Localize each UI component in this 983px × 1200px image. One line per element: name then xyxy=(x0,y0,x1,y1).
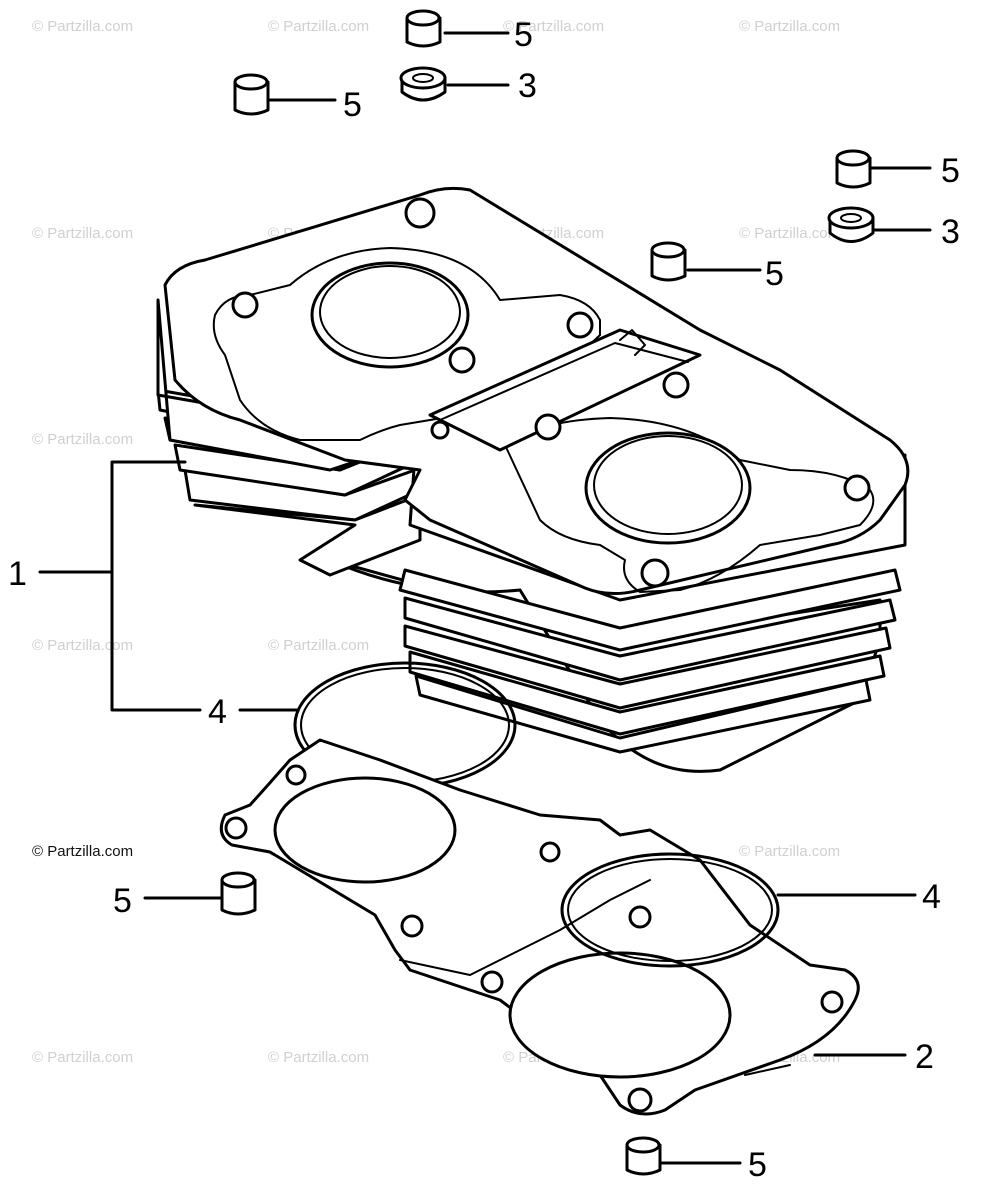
gasket-bore-left xyxy=(273,776,457,884)
gasket-hole xyxy=(400,914,424,938)
seal-hole xyxy=(840,213,862,223)
dowel-pin[interactable] xyxy=(220,871,257,916)
gasket-hole xyxy=(285,764,307,786)
dowel-pin[interactable] xyxy=(835,149,872,189)
gasket-hole xyxy=(820,990,844,1014)
callout-label: 5 xyxy=(748,1146,767,1184)
dowel-top xyxy=(835,149,871,167)
fin-bottom-left xyxy=(193,493,422,577)
seal-top xyxy=(399,66,447,90)
callout-label: 1 xyxy=(8,555,27,593)
gasket-hole xyxy=(224,816,248,840)
seal-hole xyxy=(412,73,434,83)
fin xyxy=(408,650,886,736)
callout-label: 5 xyxy=(514,16,533,54)
o-ring-outer xyxy=(560,852,780,968)
cylinder-gasket[interactable] xyxy=(219,738,860,1116)
leader-lines xyxy=(38,31,932,1165)
callout-label: 3 xyxy=(941,213,960,251)
bolt-hole xyxy=(534,413,562,441)
callout-label: 5 xyxy=(765,255,784,293)
bolt-hole xyxy=(566,311,594,339)
cam-chain-tunnel xyxy=(428,328,702,452)
bolt-hole xyxy=(640,558,670,588)
dowel-pin[interactable] xyxy=(650,241,687,282)
callout-label: 2 xyxy=(915,1038,934,1076)
oil-seal[interactable] xyxy=(827,206,875,243)
gasket-hole xyxy=(627,1087,653,1113)
gasket-tunnel-edge xyxy=(399,879,651,976)
dowel-top xyxy=(233,73,269,91)
dowel-top xyxy=(650,241,686,259)
seal-top xyxy=(827,206,875,230)
o-ring-right[interactable] xyxy=(560,852,780,968)
callout-label: 4 xyxy=(208,693,227,731)
gasket-hole xyxy=(480,970,504,994)
right-bore xyxy=(584,431,752,545)
left-bore-inner xyxy=(319,265,461,359)
bracket-leader xyxy=(38,460,202,712)
bolt-hole xyxy=(231,291,259,319)
dowel-top xyxy=(625,1136,661,1154)
gasket-hole xyxy=(628,905,652,929)
fin xyxy=(403,624,892,710)
bolt-hole xyxy=(404,197,436,229)
fin xyxy=(403,596,897,682)
callout-label: 4 xyxy=(922,878,941,916)
dowel-top xyxy=(220,871,256,889)
bolt-hole xyxy=(430,420,450,440)
right-bore-face xyxy=(504,417,875,593)
callout-label: 5 xyxy=(343,86,362,124)
dowel-top xyxy=(405,9,441,27)
dowel-body xyxy=(233,80,270,116)
dowel-pin[interactable] xyxy=(625,1136,662,1176)
dowel-body xyxy=(220,878,257,916)
bolt-hole xyxy=(662,371,690,399)
cylinder-block[interactable] xyxy=(156,186,910,773)
dowel-pin[interactable] xyxy=(233,73,270,116)
gasket-hole xyxy=(539,841,561,863)
oil-seal[interactable] xyxy=(399,66,447,102)
right-bore-inner xyxy=(593,435,743,535)
o-ring-inner xyxy=(567,858,773,962)
tunnel-notch xyxy=(619,329,646,356)
callout-label: 5 xyxy=(113,882,132,920)
dowel-pin[interactable] xyxy=(405,9,442,48)
bolt-hole xyxy=(843,474,871,502)
callout-label: 3 xyxy=(518,67,537,105)
cam-chain-tunnel-edge xyxy=(439,342,689,421)
bolt-hole xyxy=(448,346,476,374)
callout-label: 5 xyxy=(941,152,960,190)
fin xyxy=(398,568,902,652)
gasket-slot xyxy=(744,1064,791,1076)
left-bore xyxy=(310,261,470,369)
copyright-label: © Partzilla.com xyxy=(32,843,134,860)
gasket-bore-right xyxy=(508,951,732,1079)
